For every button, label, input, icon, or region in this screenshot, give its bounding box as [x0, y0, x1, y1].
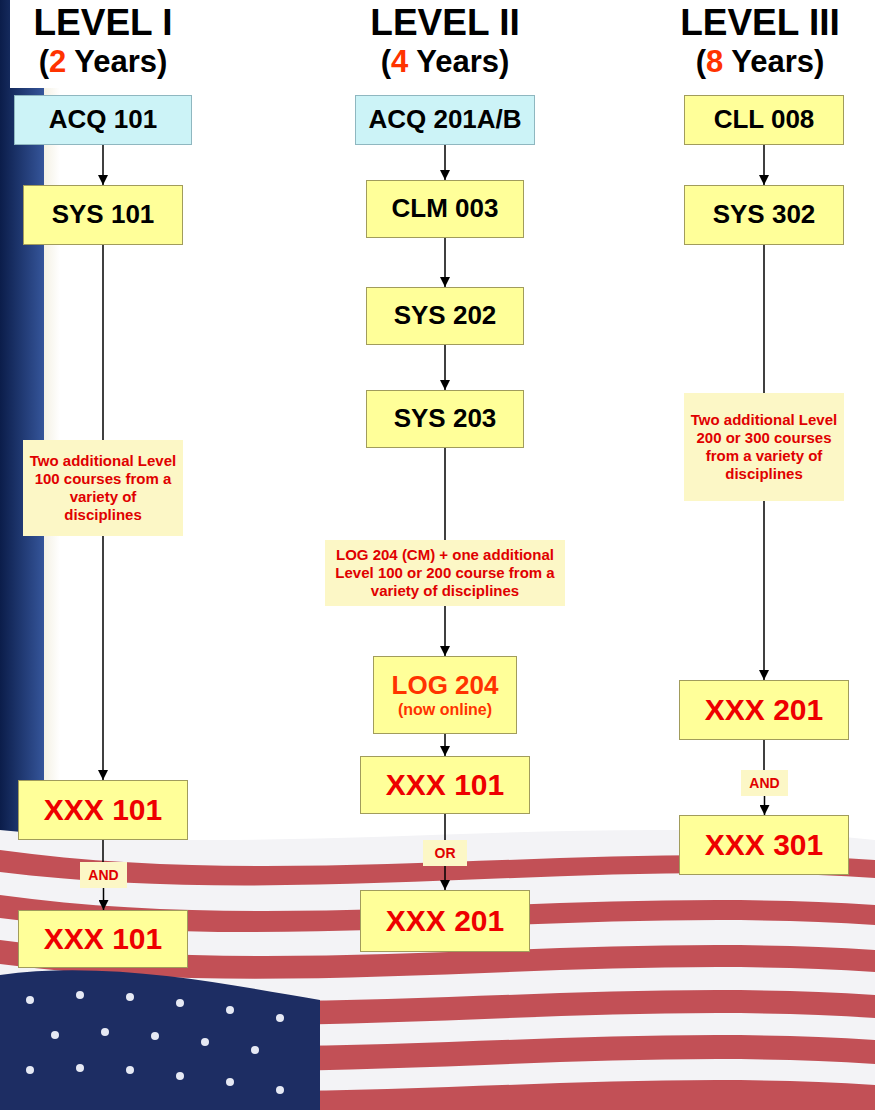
- course-box: LOG 204(now online): [373, 656, 517, 734]
- course-code: CLL 008: [714, 105, 815, 135]
- level-heading: LEVEL II: [345, 2, 545, 45]
- course-code: XXX 101: [386, 768, 504, 803]
- label-part: Years): [723, 44, 824, 79]
- flow-arrow: [763, 501, 765, 680]
- course-code: XXX 201: [705, 693, 823, 728]
- flow-line: [102, 840, 104, 862]
- label-part: (: [696, 44, 706, 79]
- note-text: Two additional Level 200 or 300 courses …: [690, 411, 838, 483]
- label-part: Years): [408, 44, 509, 79]
- entry-course-box: ACQ 201A/B: [355, 95, 535, 145]
- flow-arrow: [763, 145, 765, 185]
- flow-arrow: [444, 345, 446, 390]
- connector-word-box: OR: [423, 840, 467, 866]
- flow-arrow: [444, 145, 446, 180]
- course-code: ACQ 201A/B: [368, 105, 521, 135]
- flow-line: [444, 448, 446, 540]
- course-remark: (now online): [398, 701, 492, 719]
- entry-course-box: ACQ 101: [14, 95, 192, 145]
- course-code: LOG 204: [392, 671, 499, 701]
- years-number: 4: [391, 44, 408, 79]
- requirement-note: Two additional Level 200 or 300 courses …: [684, 393, 844, 501]
- duration-label: (4 Years): [345, 44, 545, 80]
- course-code: ACQ 101: [49, 105, 157, 135]
- course-code: SYS 101: [52, 200, 155, 230]
- course-box: CLM 003: [366, 180, 524, 238]
- flow-arrow: [444, 238, 446, 287]
- flow-arrow: [102, 145, 104, 185]
- flow-arrow: [102, 536, 104, 780]
- flow-line: [102, 245, 104, 440]
- label-part: LEVEL III: [680, 2, 840, 43]
- level-heading: LEVEL I: [0, 2, 206, 45]
- requirement-note: LOG 204 (CM) + one additional Level 100 …: [325, 540, 565, 606]
- course-code: AND: [749, 775, 779, 791]
- course-box: SYS 101: [23, 185, 183, 245]
- elective-course-box: XXX 301: [679, 815, 849, 875]
- elective-course-box: XXX 201: [679, 680, 849, 740]
- flow-arrow: [444, 734, 446, 756]
- course-code: SYS 203: [394, 404, 497, 434]
- flow-arrow: [103, 888, 105, 910]
- years-number: 8: [706, 44, 723, 79]
- elective-course-box: XXX 101: [18, 910, 188, 968]
- course-code: OR: [435, 845, 456, 861]
- label-part: (: [381, 44, 391, 79]
- flow-line: [763, 740, 765, 770]
- flow-line: [444, 814, 446, 840]
- course-box: SYS 202: [366, 287, 524, 345]
- duration-label: (8 Years): [655, 44, 865, 80]
- flow-arrow: [444, 606, 446, 656]
- elective-course-box: XXX 101: [18, 780, 188, 840]
- connector-word-box: AND: [741, 770, 788, 796]
- flag-canton: [0, 970, 320, 1110]
- elective-course-box: XXX 201: [360, 890, 530, 952]
- flow-line: [763, 245, 765, 393]
- label-part: Years): [66, 44, 167, 79]
- course-code: SYS 202: [394, 301, 497, 331]
- label-part: (: [39, 44, 49, 79]
- years-number: 2: [49, 44, 66, 79]
- level-heading: LEVEL III: [655, 2, 865, 45]
- course-code: XXX 301: [705, 828, 823, 863]
- duration-label: (2 Years): [0, 44, 206, 80]
- label-part: LEVEL II: [370, 2, 519, 43]
- elective-course-box: XXX 101: [360, 756, 530, 814]
- flow-arrow: [444, 866, 446, 890]
- note-text: LOG 204 (CM) + one additional Level 100 …: [331, 546, 559, 600]
- course-code: XXX 101: [44, 922, 162, 957]
- flag-stars: [26, 991, 284, 1094]
- connector-word-box: AND: [80, 862, 127, 888]
- course-box: CLL 008: [684, 95, 844, 145]
- course-box: SYS 203: [366, 390, 524, 448]
- requirement-note: Two additional Level 100 courses from a …: [23, 440, 183, 536]
- course-code: CLM 003: [392, 194, 499, 224]
- course-code: AND: [88, 867, 118, 883]
- note-text: Two additional Level 100 courses from a …: [29, 452, 177, 524]
- course-code: XXX 101: [44, 793, 162, 828]
- label-part: LEVEL I: [33, 2, 172, 43]
- course-box: SYS 302: [684, 185, 844, 245]
- flow-arrow: [764, 796, 766, 815]
- course-code: SYS 302: [713, 200, 816, 230]
- course-code: XXX 201: [386, 904, 504, 939]
